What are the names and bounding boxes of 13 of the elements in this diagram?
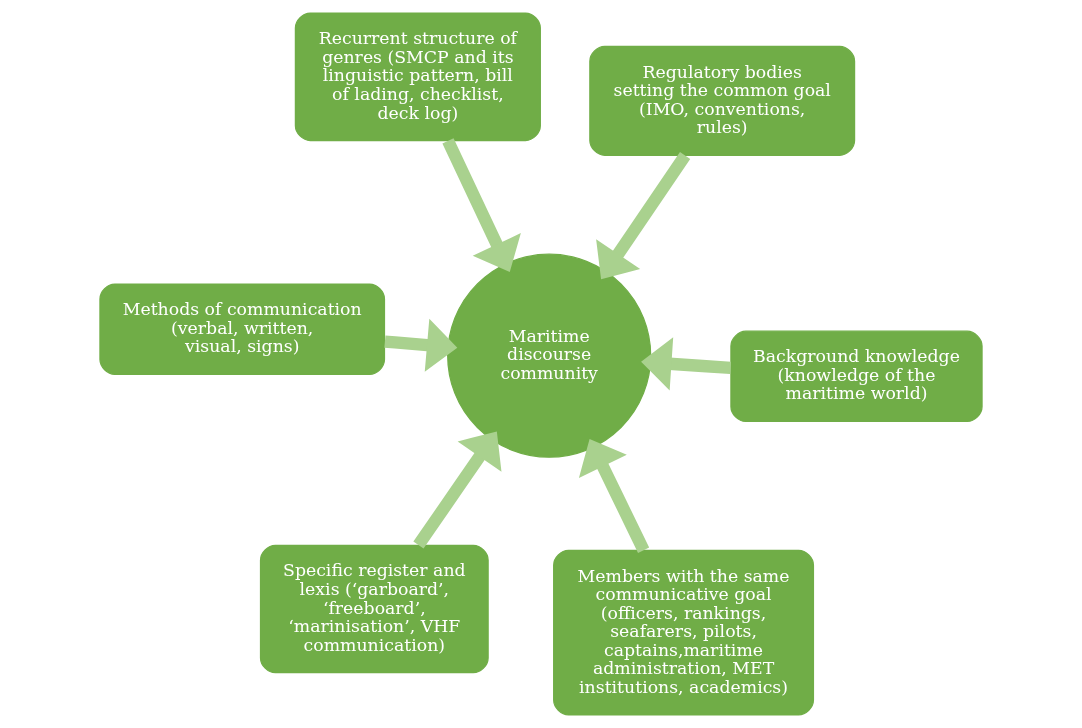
node-box: Regulatory bodies setting the common goal (IMO, conventions, rules) <box>589 45 856 156</box>
node-box: Background knowledge (knowledge of the maritime world) <box>730 330 983 423</box>
node-box: Methods of communication (verbal, written, visual, signs) <box>99 283 386 376</box>
arrow <box>442 138 521 272</box>
arrow <box>413 431 502 549</box>
arrow <box>596 152 691 280</box>
arrow <box>641 337 731 391</box>
node-box: Recurrent structure of genres (SMCP and its linguistic pattern, bill of lading, checklist, deck log) <box>294 12 541 142</box>
node-circle: Maritime discourse community <box>447 253 652 458</box>
node-box: Members with the same communicative goal (officers, rankings, seafarers, pilots, captains,maritime administration, MET institutions, academics) <box>553 549 815 716</box>
arrow <box>578 438 650 553</box>
arrow <box>384 318 458 372</box>
node-box: Specific register and lexis (‘garboard’, ‘freeboard’, ‘marinisation’, VHF communication) <box>259 544 489 674</box>
